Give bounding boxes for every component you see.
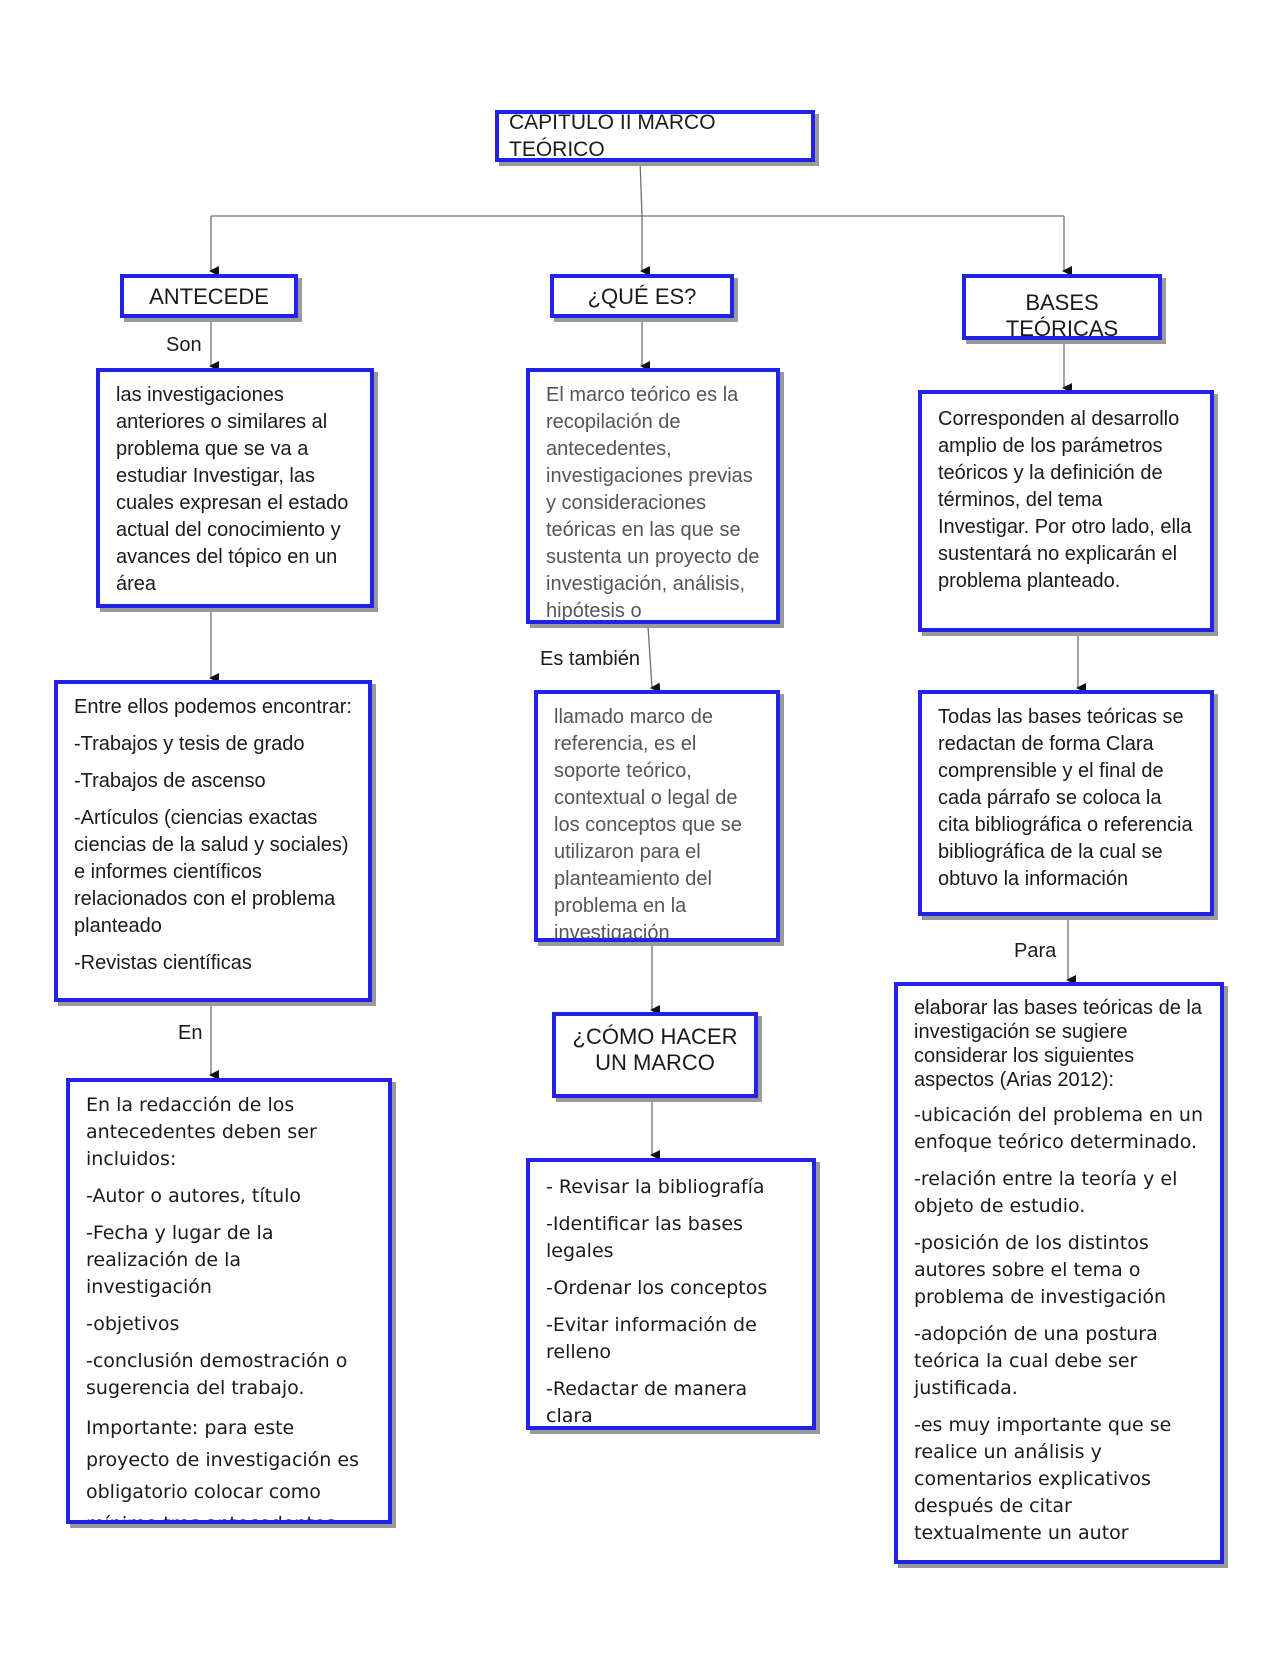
redaction-note: Importante: para este proyecto de invest…: [86, 1417, 359, 1524]
elaborate-item: -es muy importante que se realice un aná…: [914, 1414, 1172, 1544]
como-hacer-header-text: ¿CÓMO HACER UN MARCO: [572, 1024, 738, 1075]
antecedentes-definition: las investigaciones anteriores o similar…: [96, 368, 374, 608]
que-es-header-text: ¿QUÉ ES?: [587, 284, 697, 309]
elaborate-item: -adopción de una postura teórica la cual…: [914, 1323, 1158, 1399]
redaction-item: -Autor o autores, título: [86, 1185, 302, 1207]
step-item: - Revisar la bibliografía: [546, 1176, 765, 1198]
antecedentes-redaction: En la redacción de los antecedentes debe…: [66, 1078, 392, 1524]
antecedentes-definition-text: las investigaciones anteriores o similar…: [116, 384, 349, 595]
title-box: CAPÍTULO II MARCO TEÓRICO: [495, 110, 815, 162]
bases-elaborate: elaborar las bases teóricas de la invest…: [894, 982, 1224, 1564]
antecedentes-header: ANTECEDE: [120, 274, 298, 318]
link-son: Son: [166, 334, 202, 356]
step-item: -Redactar de manera clara: [546, 1378, 748, 1427]
bases-writing-text: Todas las bases teóricas se redactan de …: [938, 706, 1193, 890]
link-para: Para: [1014, 940, 1057, 962]
que-es-header: ¿QUÉ ES?: [550, 274, 734, 318]
elaborate-item: -ubicación del problema en un enfoque te…: [914, 1104, 1203, 1153]
antecedentes-item: -Trabajos y tesis de grado: [74, 733, 305, 755]
bases-writing: Todas las bases teóricas se redactan de …: [918, 690, 1214, 916]
steps-box: - Revisar la bibliografía -Identificar l…: [526, 1158, 816, 1430]
como-hacer-header: ¿CÓMO HACER UN MARCO: [552, 1012, 758, 1098]
redaction-intro: En la redacción de los antecedentes debe…: [86, 1094, 317, 1170]
also-called-text: llamado marco de referencia, es el sopor…: [554, 706, 742, 942]
que-es-definition-text: El marco teórico es la recopilación de a…: [546, 384, 760, 622]
step-item: -Evitar información de relleno: [546, 1314, 757, 1363]
antecedentes-item: -Artículos (ciencias exactas ciencias de…: [74, 807, 349, 937]
redaction-item: -conclusión demostración o sugerencia de…: [86, 1350, 348, 1399]
antecedentes-item: -Trabajos de ascenso: [74, 770, 266, 792]
redaction-item: -objetivos: [86, 1313, 180, 1335]
step-item: -Identificar las bases legales: [546, 1213, 743, 1262]
bases-definition-text: Corresponden al desarrollo amplio de los…: [938, 408, 1192, 592]
step-item: -Ordenar los conceptos: [546, 1277, 768, 1299]
connector-title-down: [639, 159, 643, 218]
redaction-item: -Fecha y lugar de la realización de la i…: [86, 1222, 274, 1298]
elaborate-item: -relación entre la teoría y el objeto de…: [914, 1168, 1178, 1217]
bases-teoricas-header: BASES TEÓRICAS: [962, 274, 1162, 340]
bases-teoricas-header-text: BASES TEÓRICAS: [1005, 290, 1119, 340]
elaborate-intro: elaborar las bases teóricas de la invest…: [914, 997, 1202, 1091]
que-es-definition: El marco teórico es la recopilación de a…: [526, 368, 780, 624]
antecedentes-item: -Revistas científicas: [74, 952, 252, 974]
antecedentes-header-text: ANTECEDE: [149, 284, 269, 309]
connector-center-tambien: [647, 625, 661, 693]
link-es-tambien: Es también: [540, 648, 641, 670]
antecedentes-list: Entre ellos podemos encontrar: -Trabajos…: [54, 680, 372, 1002]
elaborate-item: -posición de los distintos autores sobre…: [914, 1232, 1167, 1308]
antecedentes-list-intro: Entre ellos podemos encontrar:: [74, 696, 352, 718]
bases-definition: Corresponden al desarrollo amplio de los…: [918, 390, 1214, 632]
also-called: llamado marco de referencia, es el sopor…: [534, 690, 780, 942]
link-en: En: [178, 1022, 203, 1044]
page-title: CAPÍTULO II MARCO TEÓRICO: [509, 111, 716, 161]
